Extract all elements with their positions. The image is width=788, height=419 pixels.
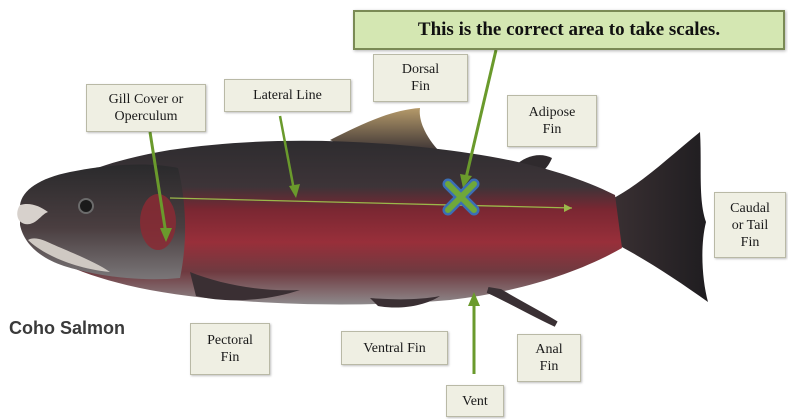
label-caudal-fin-line1: Caudal [730, 200, 770, 217]
scale-area-banner: This is the correct area to take scales. [353, 10, 785, 50]
label-pectoral-fin: Pectoral Fin [190, 323, 270, 375]
label-lateral-line-line1: Lateral Line [253, 87, 322, 104]
label-pectoral-fin-line2: Fin [221, 349, 240, 366]
caudal-fin [610, 132, 708, 302]
label-gill-cover-line1: Gill Cover or [109, 91, 184, 108]
label-dorsal-fin: Dorsal Fin [373, 54, 468, 102]
label-anal-fin: Anal Fin [517, 334, 581, 382]
label-dorsal-fin-line2: Fin [411, 78, 430, 95]
label-anal-fin-line1: Anal [535, 341, 562, 358]
label-caudal-fin-line3: Fin [741, 234, 760, 251]
anal-fin [488, 290, 556, 324]
label-adipose-fin: Adipose Fin [507, 95, 597, 147]
species-title: Coho Salmon [9, 318, 125, 339]
label-vent-line1: Vent [462, 393, 488, 410]
label-gill-cover-line2: Operculum [115, 108, 178, 125]
label-pectoral-fin-line1: Pectoral [207, 332, 253, 349]
label-gill-cover: Gill Cover or Operculum [86, 84, 206, 132]
label-adipose-fin-line2: Fin [543, 121, 562, 138]
label-caudal-fin: Caudal or Tail Fin [714, 192, 786, 258]
label-lateral-line: Lateral Line [224, 79, 351, 112]
eye [79, 199, 93, 213]
label-caudal-fin-line2: or Tail [732, 217, 768, 234]
gill-patch [140, 194, 176, 250]
label-ventral-fin-line1: Ventral Fin [363, 340, 426, 357]
label-dorsal-fin-line1: Dorsal [402, 61, 439, 78]
label-anal-fin-line2: Fin [540, 358, 559, 375]
label-vent: Vent [446, 385, 504, 417]
label-adipose-fin-line1: Adipose [529, 104, 576, 121]
label-ventral-fin: Ventral Fin [341, 331, 448, 365]
